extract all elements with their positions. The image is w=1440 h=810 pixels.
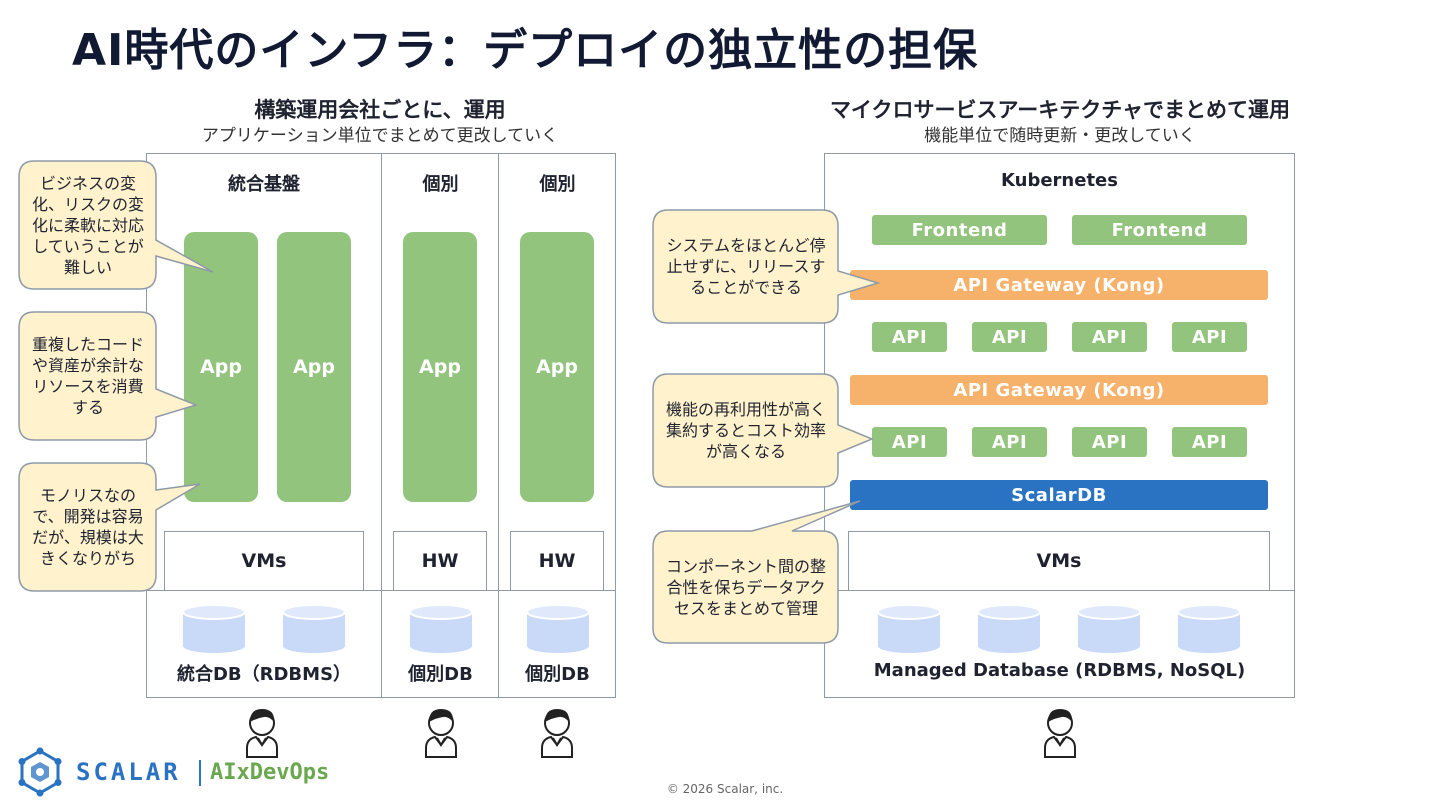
database-icon bbox=[282, 604, 346, 653]
person-icon bbox=[1044, 709, 1076, 758]
api-block: API bbox=[1072, 427, 1147, 457]
database-icon bbox=[1077, 604, 1141, 653]
managed-db-label: Managed Database (RDBMS, NoSQL) bbox=[873, 660, 1246, 681]
scalardb-bar: ScalarDB bbox=[850, 480, 1268, 510]
callout-bubble bbox=[18, 160, 214, 290]
database-icon bbox=[182, 604, 246, 653]
database-icon bbox=[877, 604, 941, 653]
callout-bubble bbox=[652, 209, 881, 324]
frontend-block: Frontend bbox=[872, 215, 1047, 245]
api-block: API bbox=[972, 322, 1047, 352]
page-title: AI時代のインフラ：デプロイの独立性の担保 bbox=[72, 25, 979, 76]
right-heading: マイクロサービスアーキテクチャでまとめて運用 bbox=[829, 98, 1291, 122]
individual-db-label: 個別DB bbox=[525, 664, 590, 685]
app-block: App bbox=[520, 232, 594, 502]
api-gateway-bar: API Gateway (Kong) bbox=[850, 270, 1268, 300]
integrated-db-label: 統合DB（RDBMS） bbox=[176, 664, 352, 685]
column-divider bbox=[381, 153, 382, 698]
left-subheading: アプリケーション単位でまとめて更改していく bbox=[201, 126, 559, 146]
callout-text: システムをほとんど停止せずに、リリースすることができる bbox=[666, 235, 826, 297]
database-icon bbox=[526, 604, 590, 653]
person-icon bbox=[425, 709, 457, 758]
callout-text: ビジネスの変化、リスクの変化に柔軟に対応していうことが難しい bbox=[31, 173, 144, 277]
column-title-individual: 個別 bbox=[422, 174, 459, 195]
api-block: API bbox=[972, 427, 1047, 457]
callout-bubble bbox=[18, 311, 199, 441]
vms-box: VMs bbox=[848, 531, 1270, 591]
api-block: API bbox=[872, 322, 947, 352]
left-heading: 構築運用会社ごとに、運用 bbox=[254, 98, 506, 122]
api-gateway-bar: API Gateway (Kong) bbox=[850, 375, 1268, 405]
api-block: API bbox=[1172, 427, 1247, 457]
app-block: App bbox=[184, 232, 258, 502]
individual-db-label: 個別DB bbox=[408, 664, 473, 685]
column-divider bbox=[498, 153, 499, 698]
callout-text: モノリスなので、開発は容易だが、規模は大きくなりがち bbox=[32, 486, 144, 568]
kubernetes-label: Kubernetes bbox=[1001, 170, 1118, 191]
hw-box: HW bbox=[510, 531, 604, 591]
right-subheading: 機能単位で随時更新・更改していく bbox=[924, 126, 1196, 146]
product-name: AIxDevOps bbox=[210, 760, 330, 785]
callout-text: 重複したコードや資産が余計なリソースを消費する bbox=[31, 335, 144, 417]
callout-text: コンポーネント間の整合性を保ちデータアクセスをまとめて管理 bbox=[665, 556, 826, 618]
database-icon bbox=[409, 604, 473, 653]
database-icon bbox=[977, 604, 1041, 653]
api-block: API bbox=[1172, 322, 1247, 352]
api-block: API bbox=[1072, 322, 1147, 352]
database-icon bbox=[1177, 604, 1241, 653]
callout-bubble bbox=[652, 500, 861, 644]
copyright: © 2026 Scalar, inc. bbox=[666, 782, 784, 796]
column-title-integrated: 統合基盤 bbox=[228, 174, 300, 195]
db-tier-divider bbox=[146, 590, 616, 591]
api-block: API bbox=[872, 427, 947, 457]
callout-text: 機能の再利用性が高く集約するとコスト効率が高くなる bbox=[665, 399, 826, 461]
column-title-individual: 個別 bbox=[539, 174, 576, 195]
app-block: App bbox=[277, 232, 351, 502]
brand-divider bbox=[199, 760, 201, 786]
app-block: App bbox=[403, 232, 477, 502]
hw-box: HW bbox=[393, 531, 487, 591]
vms-box: VMs bbox=[164, 531, 364, 591]
brand-name: SCALAR bbox=[76, 758, 181, 786]
callout-bubble bbox=[18, 462, 201, 592]
person-icon bbox=[541, 709, 573, 758]
scalar-logo-icon bbox=[18, 747, 62, 797]
frontend-block: Frontend bbox=[1072, 215, 1247, 245]
person-icon bbox=[246, 709, 278, 758]
callout-bubble bbox=[652, 373, 874, 488]
